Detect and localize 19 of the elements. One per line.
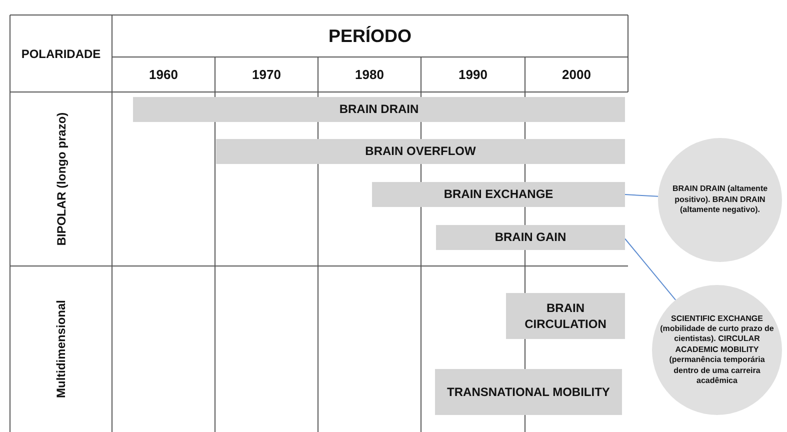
year-label: 1960	[148, 66, 179, 84]
row-header: Multidimensional	[54, 300, 68, 398]
year-label: 1990	[458, 66, 488, 84]
period-bar: BRAIN DRAIN	[133, 97, 625, 122]
connector-line	[624, 238, 676, 300]
year-label: 1970	[251, 66, 282, 84]
period-bar: BRAIN GAIN	[436, 225, 625, 250]
period-bar: BRAIN EXCHANGE	[372, 182, 625, 207]
note-circle: BRAIN DRAIN (altamente positivo). BRAIN DRAIN (altamente negativo).	[658, 138, 782, 262]
note-circle: SCIENTIFIC EXCHANGE (mobilidade de curto prazo de cientistas). CIRCULAR ACADEMIC MOBILITY (permanência temporária dentro de uma carreira acadêmica	[652, 285, 782, 415]
column-header: PERÍODO	[327, 24, 412, 48]
year-label: 1980	[354, 66, 385, 84]
period-bar: TRANSNATIONAL MOBILITY	[435, 369, 622, 415]
period-bar: BRAIN CIRCULATION	[506, 293, 625, 339]
period-bar: BRAIN OVERFLOW	[216, 139, 625, 164]
connector-line	[624, 194, 659, 197]
row-header: BIPOLAR (longo prazo)	[54, 112, 68, 246]
year-label: 2000	[561, 66, 592, 84]
column-header: POLARIDADE	[20, 46, 102, 62]
